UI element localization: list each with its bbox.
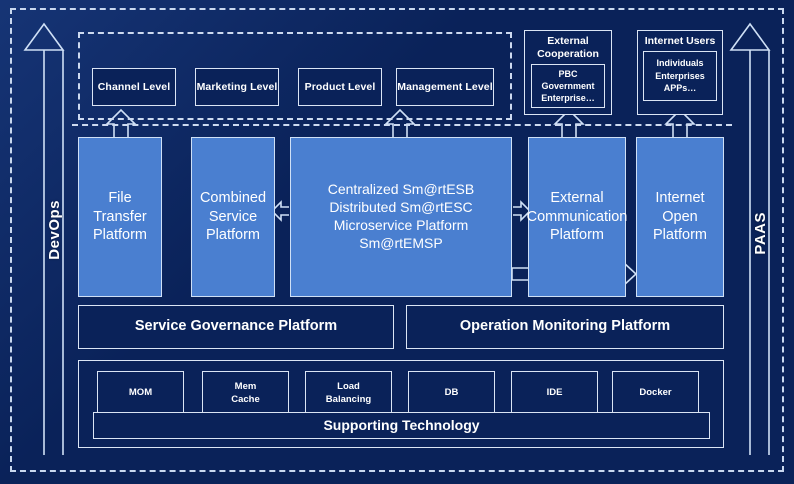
level-box-product[interactable]: Product Level [298, 68, 382, 106]
tech-box-load-balancing-line1: Load [337, 381, 360, 393]
operation-monitoring-platform[interactable]: Operation Monitoring Platform [406, 305, 724, 349]
level-box-channel[interactable]: Channel Level [92, 68, 176, 106]
tech-box-mom-line1: MOM [128, 387, 153, 399]
tech-box-ide[interactable]: IDE [511, 371, 598, 416]
file-transfer-platform-line1: File [108, 190, 132, 207]
supporting-technology-bar: Supporting Technology [93, 412, 710, 439]
tech-box-docker-line1: Docker [639, 387, 672, 399]
tech-box-db-line1: DB [444, 387, 459, 399]
external-communication-platform-line1: External [550, 190, 604, 207]
tech-box-mem-cache-line1: Mem [234, 381, 257, 393]
combined-service-platform[interactable]: Combined Service Platform [191, 137, 275, 297]
tech-box-mem-cache-line2: Cache [231, 393, 260, 405]
tech-box-mom[interactable]: MOM [97, 371, 184, 416]
file-transfer-platform[interactable]: File Transfer Platform [78, 137, 162, 297]
esb-platform[interactable]: Centralized Sm@rtESB Distributed Sm@rtES… [290, 137, 512, 297]
level-box-marketing[interactable]: Marketing Level [195, 68, 279, 106]
esb-platform-line2: Distributed Sm@rtESC [329, 199, 473, 216]
external-cooperation-box[interactable]: External Cooperation PBC Government Ente… [524, 30, 612, 115]
internet-users-detail-line1: Individuals [656, 58, 704, 69]
file-transfer-platform-line3: Platform [93, 227, 147, 244]
external-cooperation-detail: PBC Government Enterprise… [531, 64, 605, 109]
combined-service-platform-line2: Service [208, 208, 258, 225]
tech-box-docker[interactable]: Docker [612, 371, 699, 416]
esb-platform-line1: Centralized Sm@rtESB [327, 181, 475, 198]
tech-box-mem-cache[interactable]: Mem Cache [202, 371, 289, 416]
devops-label: DevOps [46, 200, 63, 260]
internet-users-detail-line2: Enterprises [655, 70, 705, 81]
internet-open-platform[interactable]: Internet Open Platform [636, 137, 724, 297]
external-cooperation-title-line2: Cooperation [537, 47, 599, 60]
platform-layer-divider [72, 124, 732, 126]
level-box-management[interactable]: Management Level [396, 68, 494, 106]
external-cooperation-title-line1: External [547, 35, 589, 47]
combined-service-platform-line3: Platform [206, 227, 260, 244]
external-communication-platform[interactable]: External Communication Platform [526, 137, 628, 297]
internet-open-platform-line2: Open [662, 208, 698, 225]
internet-open-platform-line3: Platform [653, 227, 707, 244]
paas-label: PAAS [752, 212, 769, 255]
internet-users-box[interactable]: Internet Users Individuals Enterprises A… [637, 30, 723, 115]
file-transfer-platform-line2: Transfer [93, 208, 147, 225]
consumer-levels-group [78, 32, 512, 120]
tech-box-db[interactable]: DB [408, 371, 495, 416]
internet-users-detail-line3: APPs… [663, 82, 697, 93]
internet-users-title: Internet Users [644, 35, 716, 47]
combined-service-platform-line1: Combined [199, 190, 267, 207]
external-cooperation-title: External Cooperation [537, 35, 599, 60]
tech-box-load-balancing[interactable]: Load Balancing [305, 371, 392, 416]
internet-users-detail: Individuals Enterprises APPs… [643, 50, 717, 101]
tech-box-load-balancing-line2: Balancing [325, 393, 372, 405]
external-communication-platform-line2: Communication [526, 208, 628, 225]
esb-platform-line3: Microservice Platform Sm@rtEMSP [333, 217, 469, 251]
outer-boundary-frame [10, 8, 784, 472]
tech-box-ide-line1: IDE [546, 387, 563, 399]
external-communication-platform-line3: Platform [550, 227, 604, 244]
service-governance-platform[interactable]: Service Governance Platform [78, 305, 394, 349]
internet-open-platform-line1: Internet [655, 190, 705, 207]
